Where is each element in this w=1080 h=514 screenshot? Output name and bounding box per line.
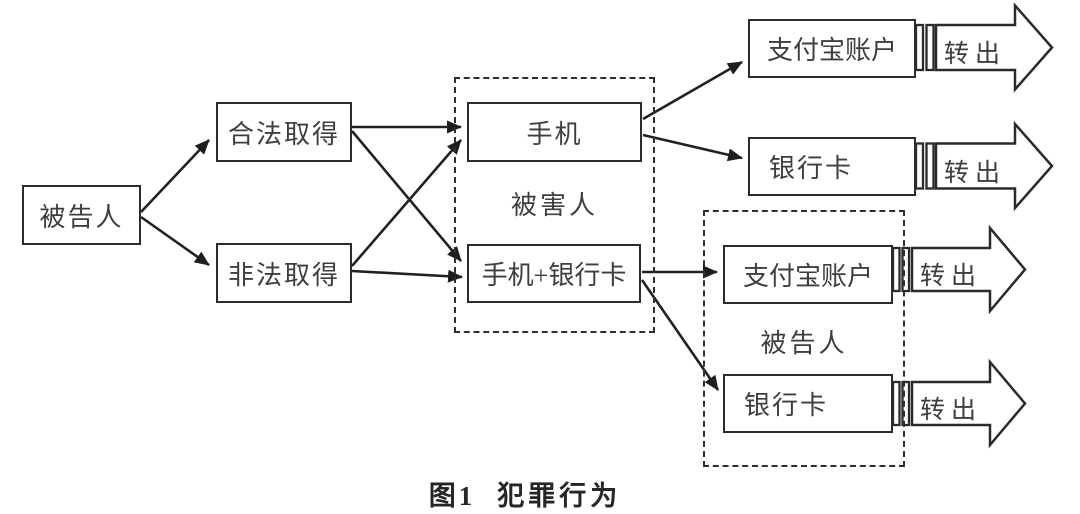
edge-defendant-to-legal xyxy=(140,139,210,213)
node-phone-label: 手机 xyxy=(526,119,583,149)
node-alipay-account-defendant: 支付宝账户 xyxy=(723,245,893,304)
node-bank-card-defendant: 银行卡 xyxy=(723,374,893,433)
node-alipay-account-victim-label: 支付宝账户 xyxy=(766,36,897,65)
transfer-out-arrow-victim-bankcard xyxy=(914,120,1054,212)
node-bank-card-defendant-label: 银行卡 xyxy=(744,391,829,420)
victim-group-label: 被害人 xyxy=(510,191,598,220)
node-legal-obtain-label: 合法取得 xyxy=(227,119,340,149)
defendant-group-box xyxy=(703,210,905,467)
edge-illegal-to-phonecard xyxy=(351,269,463,283)
transfer-out-label-defendant-bankcard: 转出 xyxy=(919,397,982,424)
node-phone: 手机 xyxy=(467,102,642,162)
edge-phone-to-bankcard-victim xyxy=(642,133,743,162)
node-illegal-obtain: 非法取得 xyxy=(216,243,352,303)
victim-group-box xyxy=(454,77,655,333)
node-bank-card-victim-label: 银行卡 xyxy=(769,154,854,183)
node-phone-bank-card: 手机+银行卡 xyxy=(467,244,641,303)
edge-legal-to-phonecard xyxy=(351,130,462,262)
node-bank-card-victim: 银行卡 xyxy=(748,137,916,196)
edge-illegal-to-phone xyxy=(351,139,462,267)
figure-caption-title: 犯罪行为 xyxy=(497,481,622,511)
edge-defendant-to-illegal xyxy=(140,215,210,267)
transfer-out-arrow-victim-alipay xyxy=(914,2,1054,93)
transfer-out-arrow-defendant-alipay xyxy=(891,224,1027,315)
node-defendant: 被告人 xyxy=(22,185,141,245)
transfer-out-label-victim-alipay: 转出 xyxy=(943,41,1006,68)
figure-caption-number: 图1 xyxy=(428,481,476,511)
node-illegal-obtain-label: 非法取得 xyxy=(227,260,340,290)
figure-caption: 图1 犯罪行为 xyxy=(340,474,710,513)
transfer-out-label-defendant-alipay: 转出 xyxy=(919,263,982,290)
node-alipay-account-victim: 支付宝账户 xyxy=(748,19,916,78)
transfer-out-label-victim-bankcard: 转出 xyxy=(943,160,1006,187)
node-legal-obtain: 合法取得 xyxy=(216,102,352,162)
node-alipay-account-defendant-label: 支付宝账户 xyxy=(742,262,873,291)
node-phone-bank-card-label: 手机+银行卡 xyxy=(481,261,627,290)
transfer-out-arrow-defendant-bankcard xyxy=(891,358,1027,449)
edge-phone-to-alipay-victim xyxy=(642,60,743,121)
node-defendant-label: 被告人 xyxy=(39,202,124,232)
defendant-group-label: 被告人 xyxy=(760,329,848,358)
